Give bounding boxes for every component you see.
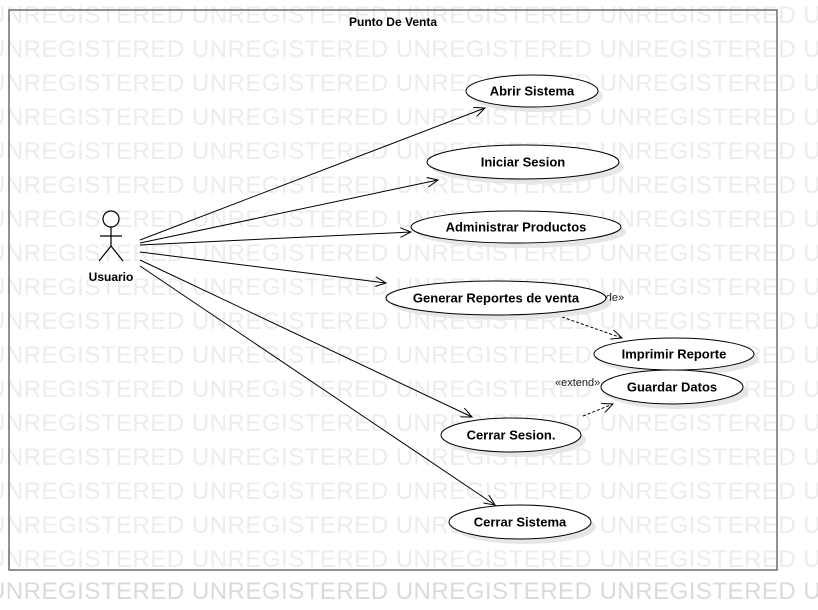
use-case-label: Generar Reportes de venta	[413, 291, 580, 306]
use-case-label: Guardar Datos	[627, 380, 717, 395]
actor-left-leg	[98, 245, 112, 262]
use-case-label: Abrir Sistema	[490, 84, 575, 99]
use-case-cerrar-sistema[interactable]	[448, 504, 592, 540]
watermark-row: UNREGISTERED UNREGISTERED UNREGISTERED U…	[0, 2, 818, 29]
watermark-row: UNREGISTERED UNREGISTERED UNREGISTERED U…	[0, 478, 818, 505]
watermark-row: UNREGISTERED UNREGISTERED UNREGISTERED U…	[0, 70, 818, 97]
stereotype-label: «extend»	[555, 377, 600, 389]
watermark-row: UNREGISTERED UNREGISTERED UNREGISTERED U…	[0, 308, 818, 335]
association-abrir[interactable]	[139, 108, 485, 241]
use-case-label: Administrar Productos	[446, 220, 587, 235]
actor-right-leg	[110, 245, 124, 262]
watermark-row: UNREGISTERED UNREGISTERED UNREGISTERED U…	[0, 410, 818, 437]
use-case-label: Cerrar Sistema	[474, 515, 567, 530]
use-case-label: Iniciar Sesion	[481, 155, 566, 170]
use-case-label: Cerrar Sesion.	[467, 428, 556, 443]
use-case-generar[interactable]	[385, 280, 607, 316]
use-case-iniciar[interactable]	[426, 144, 620, 180]
association-generar[interactable]	[139, 251, 386, 283]
association-admin[interactable]	[139, 232, 411, 246]
dependency-generar-imprimir[interactable]	[561, 316, 622, 338]
watermark-row: UNREGISTERED UNREGISTERED UNREGISTERED U…	[0, 444, 818, 471]
association-cerrar-sistema[interactable]	[139, 265, 495, 505]
system-title: Punto De Venta	[349, 15, 437, 29]
watermark-row: UNREGISTERED UNREGISTERED UNREGISTERED U…	[0, 240, 818, 267]
system-boundary[interactable]	[8, 9, 778, 571]
watermark-row: UNREGISTERED UNREGISTERED UNREGISTERED U…	[0, 578, 818, 605]
use-case-guardar[interactable]	[600, 369, 744, 405]
actor-label: Usuario	[89, 270, 134, 284]
actor-usuario[interactable]	[98, 210, 124, 262]
watermark-row: UNREGISTERED UNREGISTERED UNREGISTERED U…	[0, 36, 818, 63]
watermark-row: UNREGISTERED UNREGISTERED UNREGISTERED U…	[0, 512, 818, 539]
use-case-label: Imprimir Reporte	[622, 347, 727, 362]
use-case-abrir[interactable]	[465, 74, 599, 108]
watermark-row: UNREGISTERED UNREGISTERED UNREGISTERED U…	[0, 546, 818, 573]
watermark-row: UNREGISTERED UNREGISTERED UNREGISTERED U…	[0, 104, 818, 131]
watermark-row: UNREGISTERED UNREGISTERED UNREGISTERED U…	[0, 138, 818, 165]
association-cerrar-sesion[interactable]	[139, 259, 472, 417]
actor-head-icon	[102, 210, 120, 228]
use-case-admin[interactable]	[410, 210, 622, 244]
association-iniciar[interactable]	[139, 180, 438, 244]
watermark-row: UNREGISTERED UNREGISTERED UNREGISTERED U…	[0, 172, 818, 199]
use-case-cerrar-sesion[interactable]	[440, 417, 582, 453]
dependency-cerrar-sesion-guardar[interactable]	[582, 404, 613, 417]
